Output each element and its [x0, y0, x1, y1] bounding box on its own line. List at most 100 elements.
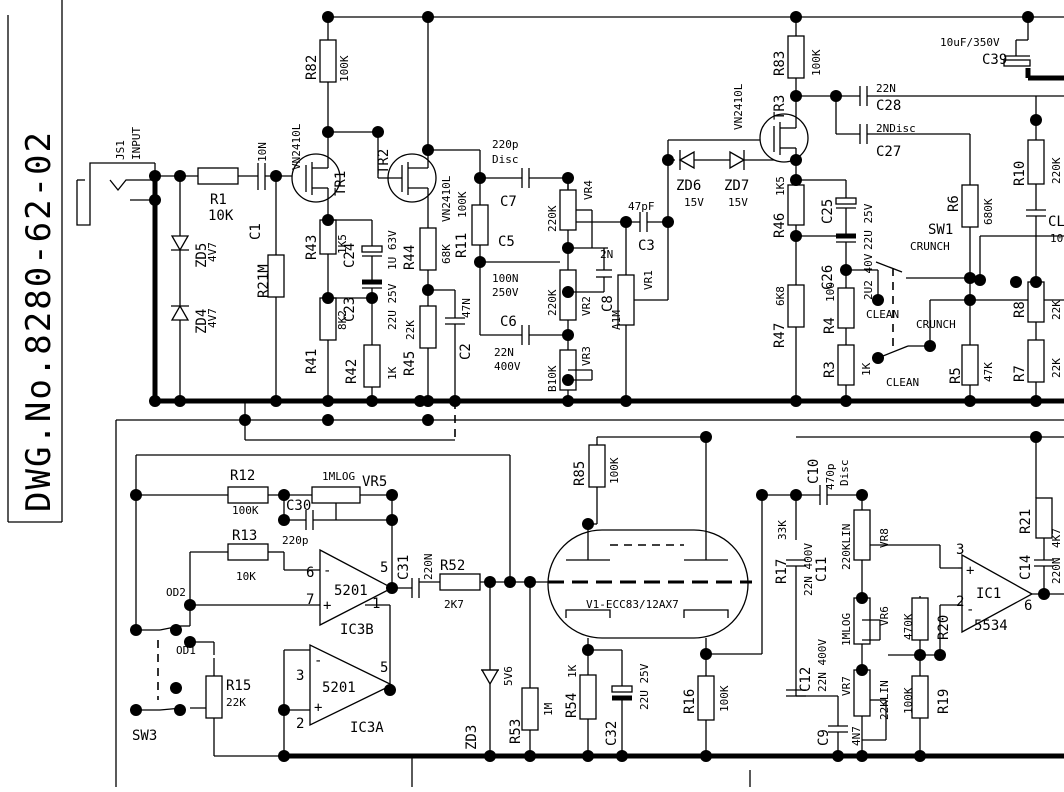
junction-dot [372, 126, 384, 138]
junction-dot [616, 750, 628, 762]
junction-dot [830, 90, 842, 102]
sw1-clean-label-2: CLEAN [886, 376, 919, 389]
c8-value: 2N [600, 248, 613, 261]
zd6-ref: ZD6 [676, 178, 701, 194]
opamp-ic1 [961, 553, 1034, 634]
vr5-ref: VR5 [362, 474, 387, 490]
c14-ref: C14 [1018, 555, 1034, 580]
ic1-plus: + [966, 563, 974, 579]
input-jack: JS1 INPUT [76, 127, 155, 226]
junction-dot [700, 431, 712, 443]
c2-value: 47N [460, 298, 473, 318]
zd4-value: 4V7 [206, 308, 219, 328]
resistor-r82 [319, 39, 337, 83]
r7-value: 22K [1050, 358, 1063, 378]
resistor-r53 [521, 687, 539, 731]
input-name: INPUT [130, 127, 143, 160]
c24-value: 1U 63V [386, 230, 399, 270]
junction-dot [484, 576, 496, 588]
zener-zd5 [170, 235, 190, 252]
ic3b-pin-5: 5 [380, 560, 388, 576]
junction-dot [170, 682, 182, 694]
tr3-stage: ZD6 15V ZD7 15V R83 100K TR3 VN2410L 22N… [668, 17, 1064, 401]
junction-dot [790, 154, 802, 166]
junction-dot [1010, 276, 1022, 288]
r82-value: 100K [338, 55, 351, 82]
r44-value: 68K [440, 244, 453, 264]
junction-dot [422, 144, 434, 156]
r43-ref: R43 [304, 235, 320, 260]
vr3-ref: VR3 [580, 346, 593, 366]
r7-ref: R7 [1012, 365, 1028, 382]
junction-dot [184, 636, 196, 648]
c7-value-2: Disc [492, 153, 519, 166]
junction-dot [149, 170, 161, 182]
junction-dot [914, 750, 926, 762]
junction-dot [322, 11, 334, 23]
ic3b-minus: - [323, 563, 331, 579]
zener-zd7 [729, 150, 746, 170]
r3-value: 1K [860, 362, 873, 376]
resistor-r1 [197, 167, 239, 185]
sw3-od2-label: OD2 [166, 586, 186, 599]
r47-value: 6K8 [774, 286, 787, 306]
vr3-value: B10K [546, 365, 559, 392]
ic3a-ref: IC3A [350, 720, 384, 736]
c27-ref: C27 [876, 144, 901, 160]
c12-ref: C12 [798, 667, 814, 692]
junction-dot [278, 704, 290, 716]
zd5-value: 4V7 [206, 242, 219, 262]
junction-dot [130, 704, 142, 716]
junction-dot [562, 329, 574, 341]
junction-dot [1022, 11, 1034, 23]
r3-ref: R3 [822, 361, 838, 378]
junction-dot [856, 664, 868, 676]
c2-ref: C2 [458, 343, 474, 360]
c3-value: 47pF [628, 200, 655, 213]
capacitor-c39 [1003, 59, 1031, 67]
junction-dot [1030, 276, 1042, 288]
r47-ref: R47 [772, 323, 788, 348]
ic3b-pin-7: 7 [306, 592, 314, 608]
junction-dot [840, 264, 852, 276]
junction-dot [386, 489, 398, 501]
junction-dot [504, 576, 516, 588]
capacitor-c32 [611, 685, 633, 693]
junction-dot [790, 11, 802, 23]
r83-ref: R83 [772, 51, 788, 76]
junction-dot [174, 704, 186, 716]
junction-dot [662, 154, 674, 166]
junction-dot [174, 395, 186, 407]
c30-value: 220p [282, 534, 309, 547]
c8-ref: C8 [600, 295, 616, 312]
junction-dot [914, 649, 926, 661]
junction-dot [964, 294, 976, 306]
sw1-crunch-label: CRUNCH [910, 240, 950, 253]
transistor-tr3 [759, 113, 809, 163]
resistor-r42 [363, 344, 381, 388]
r45-value: 22K [404, 320, 417, 340]
junction-dot [422, 11, 434, 23]
junction-dot [386, 514, 398, 526]
junction-dot [974, 274, 986, 286]
r42-ref: R42 [344, 359, 360, 384]
opamp-ic3b [319, 548, 394, 627]
input-ref: JS1 [114, 140, 127, 160]
pot-vr7 [853, 669, 871, 717]
junction-dot [174, 170, 186, 182]
ic1-minus: - [966, 602, 974, 618]
junction-dot [662, 216, 674, 228]
sw1-section: SW1 CRUNCH CLEAN CRUNCH CLEAN R6 680K R5… [846, 17, 1064, 401]
r4-ref: R4 [822, 317, 838, 334]
tr3-ref: TR3 [772, 95, 788, 120]
junction-dot [964, 395, 976, 407]
pot-vr5 [311, 486, 361, 504]
zener-zd6 [678, 150, 695, 170]
zd7-ref: ZD7 [724, 178, 749, 194]
c31-value: 220N [422, 554, 435, 581]
r85-ref: R85 [572, 461, 588, 486]
junction-dot [270, 170, 282, 182]
junction-dot [700, 648, 712, 660]
c6-ref: C6 [500, 314, 517, 330]
resistor-r4 [837, 287, 855, 329]
